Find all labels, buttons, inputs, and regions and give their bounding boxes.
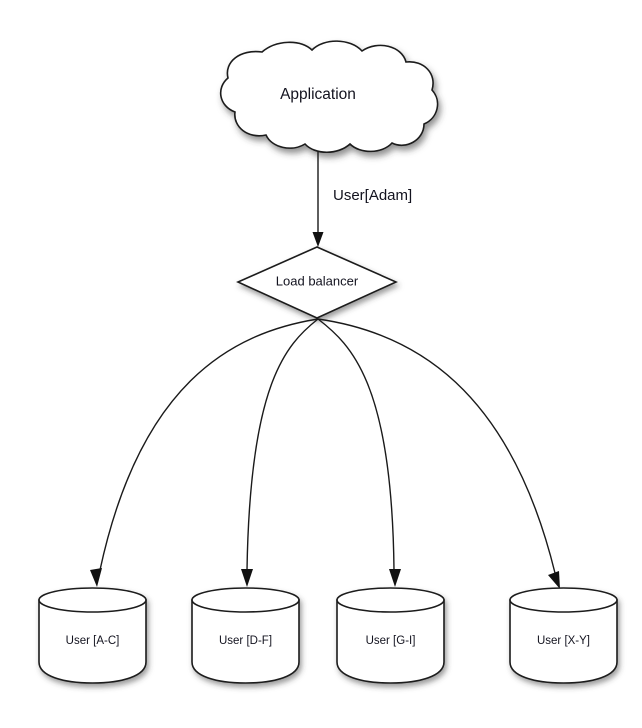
database-3-top <box>336 587 445 613</box>
database-4-label: User [X-Y] <box>537 635 590 647</box>
edge-balancer-to-db-1-arrowhead <box>90 568 102 587</box>
node-database-3[interactable]: User [G-I] <box>336 587 445 684</box>
edge-balancer-to-db-2 <box>241 318 319 587</box>
database-1-label: User [A-C] <box>66 635 120 647</box>
edge-balancer-to-db-2-arrowhead <box>241 569 253 587</box>
database-2-body <box>191 599 300 684</box>
application-label: Application <box>280 86 356 103</box>
database-1-body <box>38 599 147 684</box>
database-2-label: User [D-F] <box>219 635 272 647</box>
node-database-2[interactable]: User [D-F] <box>191 587 300 684</box>
database-3-label: User [G-I] <box>366 635 416 647</box>
node-load-balancer[interactable]: Load balancer <box>236 246 398 319</box>
database-4-body <box>509 599 618 684</box>
load-balancer-label: Load balancer <box>276 273 359 288</box>
node-database-1[interactable]: User [A-C] <box>38 587 147 684</box>
edge-balancer-to-db-3-curve <box>317 318 395 571</box>
edge-label-user-adam: User[Adam] <box>333 187 412 204</box>
node-application-cloud[interactable]: Application <box>219 40 439 154</box>
edge-balancer-to-db-3-arrowhead <box>389 569 401 587</box>
edge-application-to-balancer-arrowhead <box>312 232 324 247</box>
database-3-body <box>336 599 445 684</box>
database-1-top <box>38 587 147 613</box>
node-database-4[interactable]: User [X-Y] <box>509 587 618 684</box>
edge-balancer-to-db-4 <box>317 318 560 589</box>
database-2-top <box>191 587 300 613</box>
edge-balancer-to-db-3 <box>317 318 401 587</box>
edge-application-to-balancer: User[Adam] <box>312 151 412 247</box>
edge-balancer-to-db-2-curve <box>246 318 319 571</box>
edge-balancer-to-db-4-curve <box>317 318 556 574</box>
load-balancer-diamond <box>236 246 398 319</box>
edge-balancer-to-db-1-curve <box>99 318 319 571</box>
database-4-top <box>509 587 618 613</box>
edge-balancer-to-db-1 <box>90 318 319 587</box>
edge-balancer-to-db-4-arrowhead <box>548 571 560 589</box>
